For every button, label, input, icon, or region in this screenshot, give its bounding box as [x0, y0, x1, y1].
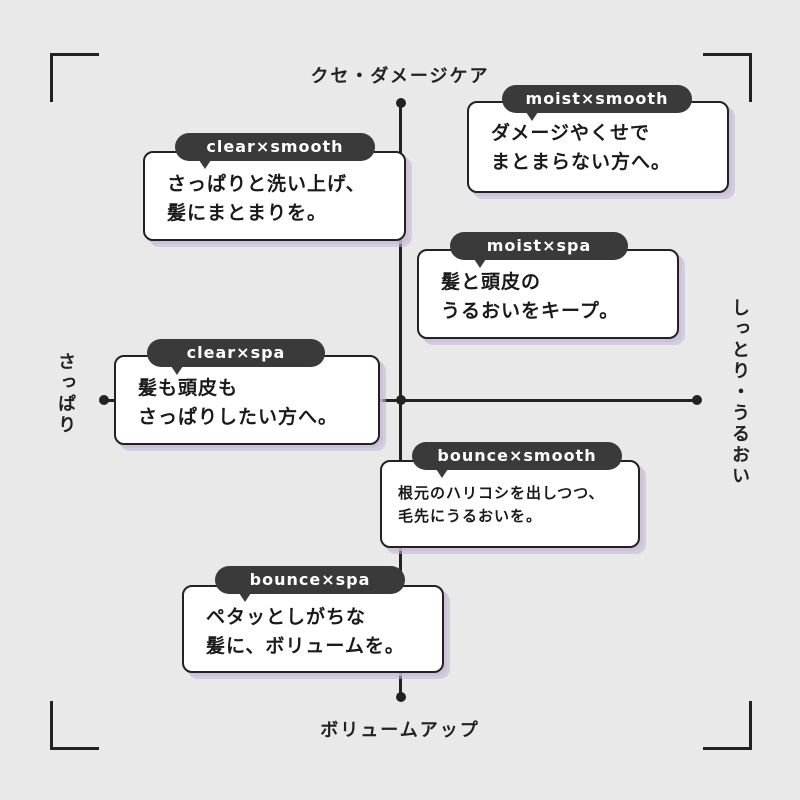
- card-text: さっぱりと洗い上げ、 髪にまとまりを。: [167, 173, 366, 224]
- card-text: ダメージやくせで まとまらない方へ。: [491, 122, 672, 173]
- axis-endpoint-left: [99, 395, 109, 405]
- axis-label-bottom: ボリュームアップ: [320, 720, 480, 741]
- card-text: 根元のハリコシを出しつつ、 毛先にうるおいを。: [398, 484, 605, 525]
- axis-endpoint-right: [692, 395, 702, 405]
- tag-bounce-spa: bounce×spa: [215, 566, 405, 602]
- axis-label-left: さっぱり: [55, 352, 76, 436]
- tag-bounce-smooth: bounce×smooth: [412, 442, 622, 478]
- axis-endpoint-top: [396, 98, 406, 108]
- tag-moist-smooth: moist×smooth: [502, 85, 692, 121]
- axis-origin: [396, 395, 406, 405]
- card-bounce-smooth: 根元のハリコシを出しつつ、 毛先にうるおいを。: [380, 460, 640, 548]
- axis-label-top: クセ・ダメージケア: [310, 66, 490, 87]
- card-clear-spa: 髪も頭皮も さっぱりしたい方へ。: [114, 355, 380, 445]
- card-moist-spa: 髪と頭皮の うるおいをキープ。: [417, 249, 679, 339]
- tag-clear-spa: clear×spa: [147, 339, 325, 375]
- tag-clear-smooth: clear×smooth: [175, 133, 375, 169]
- tag-moist-spa: moist×spa: [450, 232, 628, 268]
- card-text: 髪も頭皮も さっぱりしたい方へ。: [138, 377, 339, 428]
- frame-corner-top-right: [703, 53, 752, 102]
- frame-corner-bottom-right: [703, 701, 752, 750]
- axis-label-right: しっとり・うるおい: [729, 298, 750, 487]
- axis-endpoint-bottom: [396, 692, 406, 702]
- card-bounce-spa: ペタッとしがちな 髪に、ボリュームを。: [182, 585, 444, 673]
- card-clear-smooth: さっぱりと洗い上げ、 髪にまとまりを。: [143, 151, 406, 241]
- frame-corner-top-left: [50, 53, 99, 102]
- frame-corner-bottom-left: [50, 701, 99, 750]
- card-text: ペタッとしがちな 髪に、ボリュームを。: [206, 606, 405, 657]
- card-moist-smooth: ダメージやくせで まとまらない方へ。: [467, 101, 729, 193]
- card-text: 髪と頭皮の うるおいをキープ。: [441, 271, 620, 322]
